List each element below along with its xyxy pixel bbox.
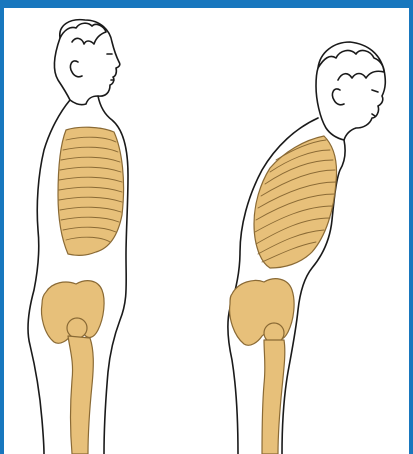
figure-upright — [28, 20, 128, 454]
figure-stooped — [228, 42, 385, 454]
upright-femur-head — [67, 318, 87, 338]
upright-femur — [68, 336, 93, 454]
upright-ribcage — [58, 127, 124, 255]
stooped-pelvis — [230, 279, 294, 346]
